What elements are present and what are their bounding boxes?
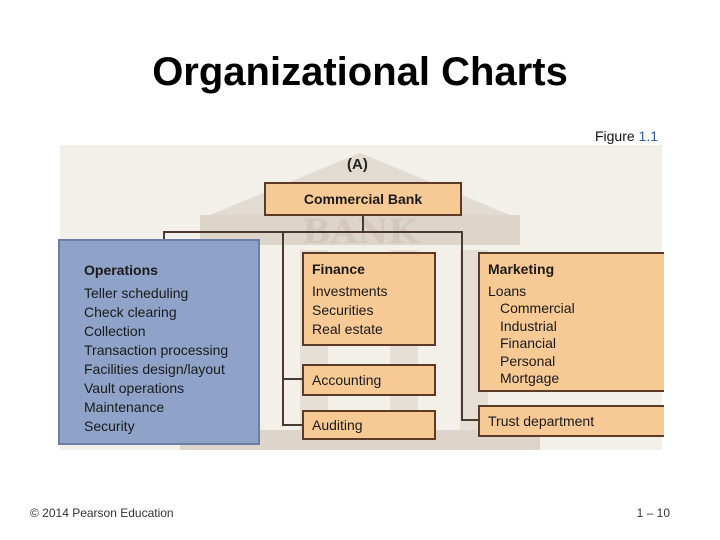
figure-label: Figure 1.1 — [595, 128, 658, 144]
list-item: Real estate — [312, 321, 383, 337]
connector-marketing-branch — [461, 419, 479, 421]
figure-prefix: Figure — [594, 128, 635, 144]
connector-marketing — [461, 231, 463, 421]
list-item: Investments — [312, 283, 388, 299]
marketing-heading: Marketing — [488, 261, 555, 277]
accounting-label: Accounting — [312, 372, 382, 388]
commercial-bank-box: Commercial Bank — [264, 182, 462, 216]
list-item: Vault operations — [84, 380, 185, 396]
auditing-box: Auditing — [302, 410, 436, 440]
list-item: Maintenance — [84, 399, 165, 415]
operations-heading: Operations — [84, 262, 158, 278]
slide-title: Organizational Charts — [152, 50, 568, 94]
list-item: Check clearing — [84, 304, 177, 320]
loan-types-list: Commercial Industrial Financial Personal… — [488, 300, 664, 388]
list-item: Personal — [500, 352, 556, 369]
list-item: Transaction processing — [84, 342, 229, 358]
list-item: Teller scheduling — [84, 285, 189, 301]
trust-department-box: Trust department — [478, 405, 664, 437]
connector-ops — [163, 231, 165, 245]
list-item: Commercial — [500, 300, 575, 316]
connector-horizontal — [163, 231, 463, 233]
finance-list: Investments Securities Real estate — [312, 282, 434, 339]
list-item: Securities — [312, 302, 374, 318]
copyright-footer: © 2014 Pearson Education — [30, 506, 174, 520]
page-number: 1 – 10 — [636, 506, 670, 520]
connector-finance — [282, 231, 284, 426]
auditing-label: Auditing — [312, 417, 363, 433]
operations-list: Teller scheduling Check clearing Collect… — [84, 284, 258, 436]
list-item: Mortgage — [500, 370, 560, 386]
trust-department-label: Trust department — [488, 413, 595, 429]
list-item: Collection — [84, 323, 146, 339]
accounting-box: Accounting — [302, 364, 436, 396]
figure-number: 1.1 — [638, 128, 658, 144]
connector-finance-branch-2 — [282, 424, 304, 426]
loans-label: Loans — [488, 283, 527, 299]
connector-finance-branch-1 — [282, 378, 304, 380]
marketing-box: Marketing Loans Commercial Industrial Fi… — [478, 252, 664, 392]
connector-root-down — [362, 216, 364, 232]
list-item: Financial — [500, 335, 557, 351]
commercial-bank-label: Commercial Bank — [303, 191, 423, 207]
panel-label: (A) — [347, 156, 368, 173]
operations-box: Operations Teller scheduling Check clear… — [58, 239, 260, 445]
list-item: Security — [84, 418, 135, 434]
finance-box: Finance Investments Securities Real esta… — [302, 252, 436, 346]
list-item: Industrial — [500, 317, 557, 334]
finance-heading: Finance — [312, 261, 365, 277]
list-item: Facilities design/layout — [84, 361, 225, 377]
